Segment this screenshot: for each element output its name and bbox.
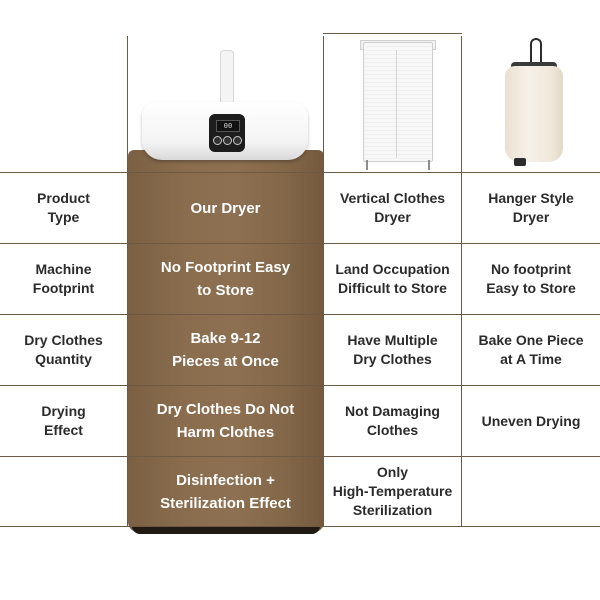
hanger-dryer-cell: Bake One Piece at A Time <box>478 332 584 367</box>
row-label: Drying Effect <box>41 403 86 438</box>
dryer-handle <box>220 50 234 110</box>
grid-line <box>0 456 600 457</box>
grid-line <box>323 36 324 526</box>
dryer-body <box>128 150 324 532</box>
grid-line <box>0 243 600 244</box>
dryer-button-icon <box>213 136 222 145</box>
hanger-dryer-cell: Hanger Style Dryer <box>488 190 574 225</box>
dryer-display: 00 <box>216 120 240 132</box>
vertical-dryer-cell: Only High-Temperature Sterilization <box>332 464 453 518</box>
vertical-dryer-cell: Have Multiple Dry Clothes <box>347 332 438 367</box>
vertical-dryer-cell: Vertical Clothes Dryer <box>339 190 446 225</box>
row-label: Dry Clothes Quantity <box>24 332 103 367</box>
hanger-dryer-cell <box>462 457 600 526</box>
dryer-base <box>132 526 320 534</box>
row-label: Machine Footprint <box>32 261 95 296</box>
grid-line <box>0 172 600 173</box>
our-dryer-cell: No Footprint Easy to Store <box>160 259 291 299</box>
grid-line <box>0 385 600 386</box>
hanger-dryer-vent <box>514 158 526 166</box>
grid-line <box>127 36 128 526</box>
our-dryer-cell: Disinfection + Sterilization Effect <box>160 471 291 512</box>
our-dryer-cell: Our Dryer <box>190 199 261 217</box>
hanger-dryer-bag <box>505 66 563 162</box>
dryer-button-icon <box>223 136 232 145</box>
vertical-dryer-leg <box>366 160 368 170</box>
our-dryer-cell: Bake 9-12 Pieces at Once <box>172 330 279 370</box>
hanger-dryer-cell: Uneven Drying <box>481 412 581 429</box>
hanger-hook-icon <box>530 38 542 64</box>
grid-line <box>323 33 462 34</box>
vertical-dryer-zip <box>396 50 397 158</box>
dryer-control-panel: 00 <box>209 114 245 152</box>
grid-line <box>0 526 600 527</box>
vertical-dryer-cover <box>363 42 433 162</box>
row-label <box>0 457 127 526</box>
vertical-dryer-cell: Not Damaging Clothes <box>345 403 440 438</box>
grid-line <box>0 314 600 315</box>
vertical-dryer-cell: Land Occupation Difficult to Store <box>335 261 450 296</box>
our-dryer-cell: Dry Clothes Do Not Harm Clothes <box>156 401 295 441</box>
vertical-dryer-leg <box>428 160 430 170</box>
row-label: Product Type <box>37 190 90 225</box>
hanger-dryer-cell: No footprint Easy to Store <box>486 261 576 296</box>
dryer-button-icon <box>233 136 242 145</box>
grid-line <box>461 36 462 526</box>
